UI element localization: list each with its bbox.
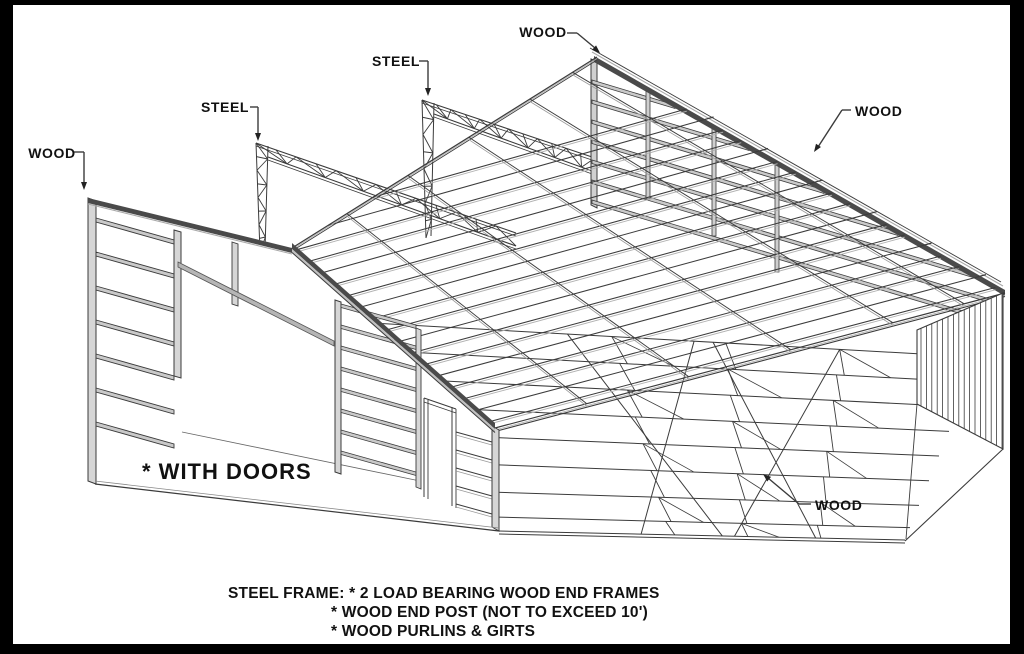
label-wood-left: WOOD — [28, 145, 76, 161]
caption-line-1: STEEL FRAME: * 2 LOAD BEARING WOOD END F… — [228, 585, 660, 602]
label-wood-top: WOOD — [519, 24, 567, 40]
note-with-doors: * WITH DOORS — [142, 459, 312, 484]
caption-line-2: * WOOD END POST (NOT TO EXCEED 10') — [331, 604, 648, 621]
label-steel-left: STEEL — [201, 99, 249, 115]
label-layer: WOOD STEEL STEEL WOOD WOOD WOOD * WITH D… — [28, 24, 902, 640]
label-wood-right: WOOD — [855, 103, 903, 119]
caption-line-3: * WOOD PURLINS & GIRTS — [331, 623, 535, 640]
label-wood-bottom: WOOD — [815, 497, 863, 513]
label-steel-mid: STEEL — [372, 53, 420, 69]
line-art — [74, 32, 1006, 544]
